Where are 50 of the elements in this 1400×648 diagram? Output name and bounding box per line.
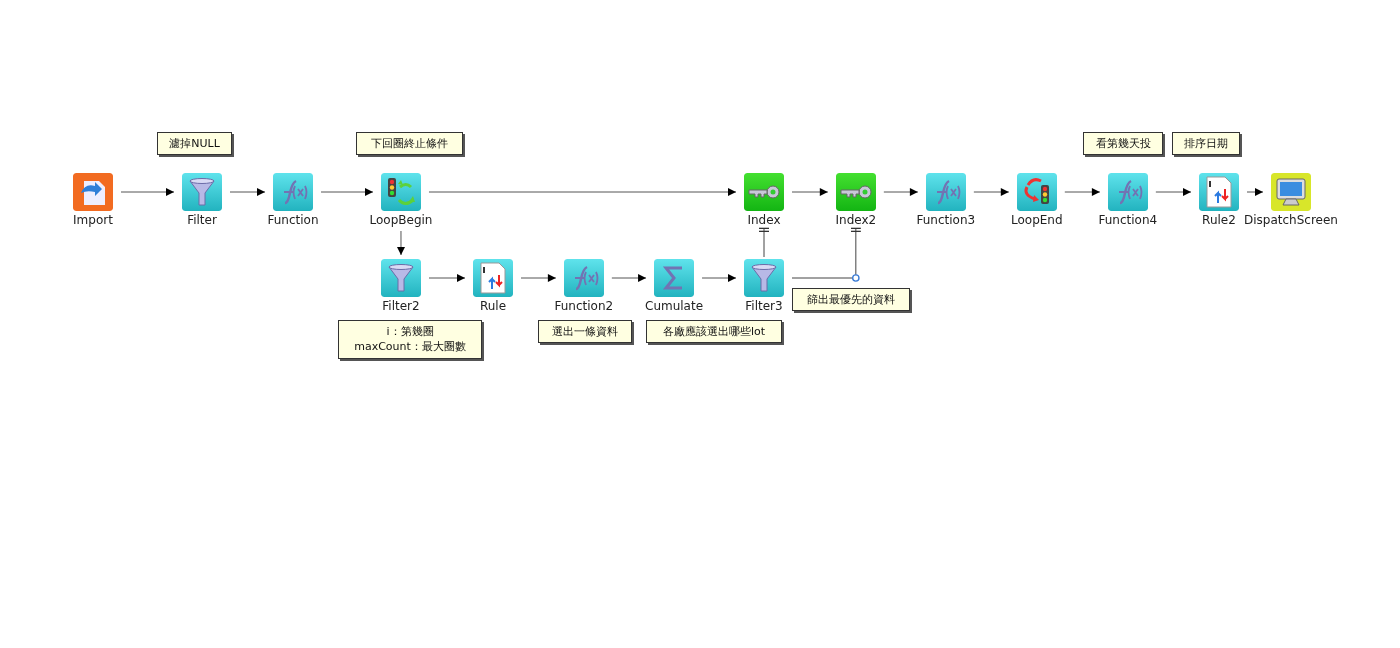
- arrow: [1064, 188, 1101, 196]
- arrow: [883, 188, 919, 196]
- arrow: [397, 230, 405, 256]
- note-text: 各廠應該選出哪些lot: [661, 324, 767, 339]
- arrow: [701, 274, 737, 282]
- arrow: [1246, 188, 1264, 196]
- note-text: maxCount：最大圈數: [353, 339, 467, 354]
- note-text: 看第幾天投: [1094, 136, 1152, 151]
- connector-line: [759, 227, 769, 258]
- note-text: 濾掉NULL: [168, 136, 221, 151]
- arrow: [320, 188, 374, 196]
- note-box: [1172, 132, 1240, 155]
- note-text: 選出一條資料: [551, 324, 619, 339]
- note-text: 排序日期: [1183, 136, 1229, 151]
- note-box: [646, 320, 782, 343]
- note-box: [338, 320, 482, 359]
- node-label: Rule: [479, 299, 507, 313]
- note-text: i：第幾圈: [385, 324, 435, 339]
- note-box: [356, 132, 463, 155]
- node-label: Filter2: [382, 299, 420, 313]
- arrow: [520, 274, 557, 282]
- arrow: [611, 274, 647, 282]
- arrow: [973, 188, 1010, 196]
- arrow: [428, 274, 466, 282]
- node-label: Filter3: [745, 299, 783, 313]
- note-box: [792, 288, 910, 311]
- arrow: [791, 188, 829, 196]
- note-box: [1083, 132, 1163, 155]
- arrow: [428, 188, 737, 196]
- node-label: LoopEnd: [1011, 213, 1063, 227]
- node-label: DispatchScreen: [1244, 213, 1338, 227]
- node-label: Import: [73, 213, 113, 227]
- note-box: [538, 320, 632, 343]
- node-label: Rule2: [1202, 213, 1236, 227]
- node-label: Filter: [187, 213, 217, 227]
- arrow: [1155, 188, 1192, 196]
- node-label: Function3: [916, 213, 976, 227]
- note-box: [157, 132, 232, 155]
- node-label: LoopBegin: [369, 213, 433, 227]
- node-label: Function4: [1098, 213, 1158, 227]
- node-label: Function2: [554, 299, 614, 313]
- node-label: Function: [267, 213, 319, 227]
- note-text: 下回圈終止條件: [370, 136, 449, 151]
- connector-line: [791, 227, 861, 282]
- node-label: Index: [747, 213, 781, 227]
- node-label: Index2: [835, 213, 877, 227]
- note-text: 篩出最優先的資料: [806, 292, 896, 307]
- arrow: [120, 188, 175, 196]
- node-label: Cumulate: [645, 299, 704, 313]
- arrow: [229, 188, 266, 196]
